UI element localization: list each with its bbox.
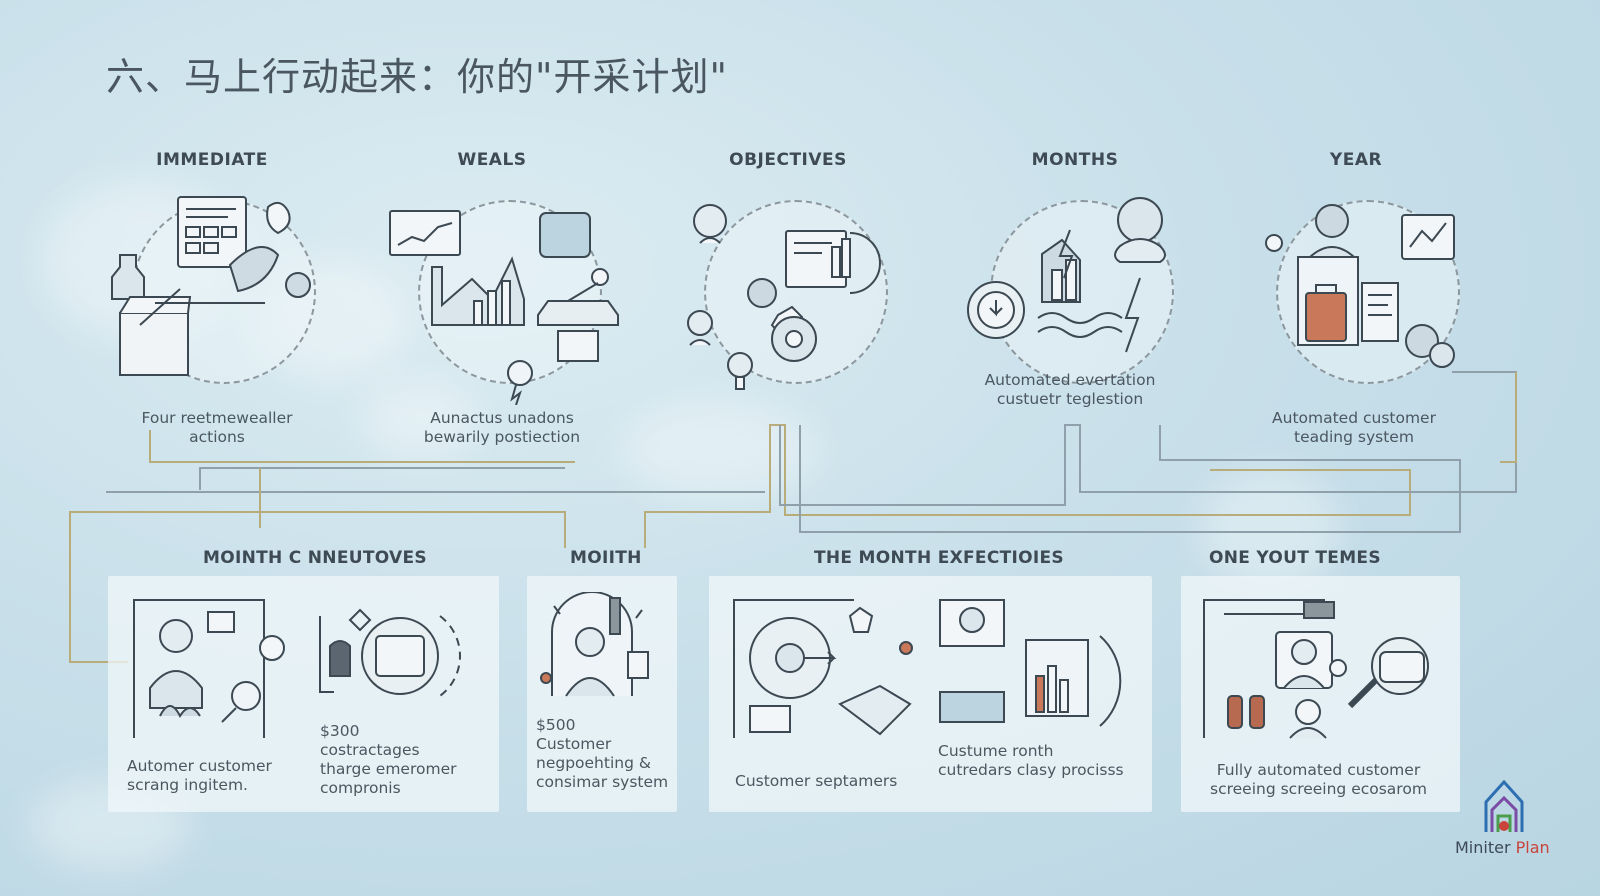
magnifier-icon (733, 599, 1122, 738)
worker-icon (540, 592, 649, 697)
person-icon (133, 599, 461, 738)
phase-caption-months: Automated evertation custuetr teglestion (984, 371, 1156, 408)
phase-caption-weals: Aunactus unadons bewarily postiection (423, 409, 581, 446)
section-label-the-month: THE MONTH EXFECTIOIES (814, 548, 1064, 568)
phase-label-objectives: OBJECTIVES (729, 150, 847, 170)
phase-label-immediate: IMMEDIATE (156, 150, 268, 170)
briefcase-icon (1265, 204, 1455, 368)
phase-label-months: MONTHS (1031, 150, 1119, 170)
phase-caption-year: Automated customer teading system (1272, 409, 1436, 446)
section-label-one-year: ONE YOUT TEMES (1209, 548, 1381, 568)
bar-chart-icon (389, 210, 619, 405)
panel-text-automer: Automer customer scrang ingitem. (127, 757, 272, 794)
phase-caption-immediate: Four reetmewealler actions (141, 409, 293, 446)
gear-icon (687, 204, 881, 390)
logo-house-icon (1484, 780, 1524, 832)
panel-text-300: $300 costractages tharge emeromer compro… (320, 722, 457, 797)
panel-text-custume: Custume ronth cutredars clasy procisss (938, 742, 1124, 779)
chat-icon (1203, 599, 1429, 739)
panel-text-septamers: Customer septamers (735, 772, 898, 790)
section-label-month-c: MOINTH C NNEUTOVES (203, 548, 427, 568)
page-title: 六、马上行动起来：你的"开采计划" (106, 55, 728, 99)
logo-text: Miniter Plan (1455, 838, 1550, 857)
calendar-icon (111, 196, 311, 376)
phase-label-year: YEAR (1329, 150, 1383, 170)
section-label-month: MOIITH (570, 548, 642, 568)
panel-text-500: $500 Customer negpoehting & consimar sys… (536, 716, 669, 791)
storm-icon (967, 197, 1166, 353)
panel-text-fully-automated: Fully automated customer screeing screei… (1210, 761, 1427, 798)
phase-label-weals: WEALS (457, 150, 527, 170)
